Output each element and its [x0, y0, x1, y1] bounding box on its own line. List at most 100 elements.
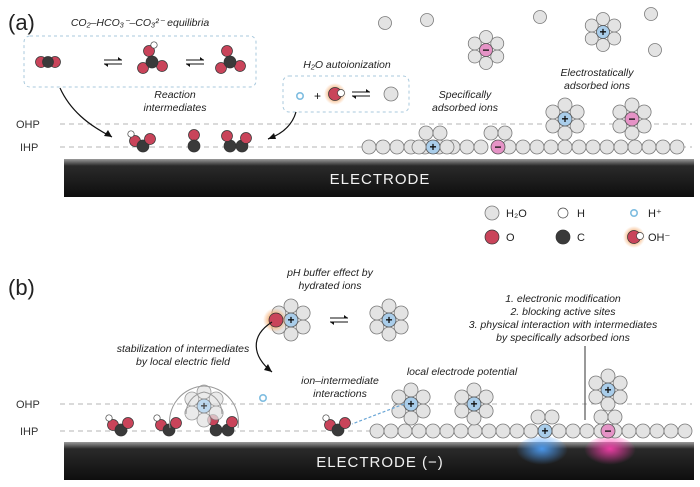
water-molecule	[369, 305, 385, 321]
water-molecule	[453, 423, 469, 439]
panel-a-label: (a)	[8, 10, 35, 35]
legend-label-proton: H⁺	[648, 208, 662, 220]
cation	[466, 396, 482, 412]
plus-sign: +	[407, 397, 414, 411]
water-molecule	[484, 205, 500, 221]
oxygen-atom	[484, 229, 500, 245]
water-molecule	[391, 389, 407, 405]
water-molecule	[432, 125, 448, 141]
arrow-head-1	[104, 130, 112, 137]
effects-line-2: 2. blocking active sites	[509, 306, 616, 318]
water-molecule	[415, 389, 431, 405]
field-arc-outer-left	[169, 385, 205, 429]
water-molecule	[479, 56, 493, 70]
water-molecule	[593, 409, 609, 425]
water-molecule	[393, 305, 409, 321]
ph-buffer-label-2: hydrated ions	[298, 280, 362, 292]
water-molecule	[403, 410, 419, 426]
water-molecule	[454, 403, 470, 419]
water-molecule	[533, 10, 547, 24]
arrow-equilibria-to-intermediates	[59, 87, 113, 138]
water-molecule	[669, 139, 685, 155]
equilibrium-arrow-head	[352, 96, 356, 99]
water-molecule	[403, 382, 419, 398]
effects-line-4: by specifically adsorbed ions	[496, 332, 630, 344]
legend-label-carbon-atom: C	[577, 232, 585, 244]
water-molecule	[478, 403, 494, 419]
carbon-atom	[555, 229, 571, 245]
equilibrium-arrow-head	[104, 64, 108, 67]
electrode-b-label: ELECTRODE (−)	[316, 454, 444, 471]
water-molecule	[439, 139, 455, 155]
cation	[600, 382, 616, 398]
electrode-a	[64, 159, 694, 197]
water-molecule	[473, 139, 489, 155]
equilibrium-arrow-head	[366, 89, 370, 92]
water-molecule	[467, 36, 482, 51]
oxygen-atom	[268, 312, 284, 328]
arrow-head-3	[264, 364, 272, 372]
water-molecule	[613, 139, 629, 155]
field-arc-outer-right	[203, 385, 239, 429]
oxygen-atom	[144, 133, 156, 145]
water-molecule	[490, 49, 505, 64]
equilibrium-arrow-head	[200, 57, 204, 60]
ihp-label-a: IHP	[20, 142, 38, 154]
oxygen-atom	[122, 417, 134, 429]
hydrogen-atom	[153, 414, 161, 422]
water-molecule	[397, 423, 413, 439]
water-molecule	[612, 104, 628, 120]
water-molecule	[648, 43, 662, 57]
water-molecule	[389, 139, 405, 155]
minus-sign: −	[604, 424, 611, 438]
hydrogen-atom	[557, 207, 569, 219]
water-molecule	[635, 423, 651, 439]
plus-sign: +	[287, 313, 294, 327]
plus-sign: +	[561, 112, 568, 126]
oxygen-atom	[226, 416, 238, 428]
water-molecule	[495, 423, 511, 439]
water-molecule	[551, 423, 567, 439]
carbon-atom	[223, 139, 237, 153]
water-molecule	[677, 423, 693, 439]
water-molecule	[621, 423, 637, 439]
autoionization-label: H₂O autoionization	[303, 59, 391, 71]
hydrogen-atom	[127, 130, 135, 138]
oxygen-atom	[240, 132, 252, 144]
plus-sign: +	[385, 313, 392, 327]
ion-intermediate-label-2: interactions	[313, 388, 367, 400]
plus-sign: +	[314, 89, 321, 103]
water-molecule	[588, 389, 604, 405]
water-molecule	[557, 97, 573, 113]
carbon-atom	[223, 55, 237, 69]
water-molecule	[607, 409, 623, 425]
panel-a: (a) CO₂–HCO₃⁻–CO₃²⁻ equilibria Reaction …	[8, 7, 694, 197]
hydrogen-atom	[150, 41, 158, 49]
water-molecule	[375, 139, 391, 155]
water-molecule	[545, 104, 561, 120]
hydrogen-atom	[636, 232, 644, 240]
water-molecule	[557, 125, 573, 141]
water-molecule	[624, 97, 640, 113]
stabilization-label-2: by local electric field	[136, 356, 231, 368]
water-molecule	[607, 31, 622, 46]
minus-sign: −	[494, 140, 501, 154]
water-molecule	[569, 104, 585, 120]
proton	[629, 209, 638, 218]
water-molecule	[584, 18, 599, 33]
cation	[537, 423, 553, 439]
equilibria-box	[23, 35, 257, 88]
local-potential-label: local electrode potential	[407, 366, 518, 378]
equilibrium-arrow-head	[186, 64, 190, 67]
field-arc-left	[185, 391, 205, 415]
water-molecule	[612, 375, 628, 391]
water-molecule	[383, 86, 399, 102]
water-molecule	[483, 125, 499, 141]
effects-line-3: 3. physical interaction with intermediat…	[469, 319, 658, 331]
local-potential-glow-pink	[584, 436, 636, 468]
equilibrium-arrow-head	[344, 315, 348, 318]
panel-b-label: (b)	[8, 275, 35, 300]
water-molecule	[641, 139, 657, 155]
water-molecule	[411, 139, 427, 155]
water-molecule	[490, 36, 505, 51]
